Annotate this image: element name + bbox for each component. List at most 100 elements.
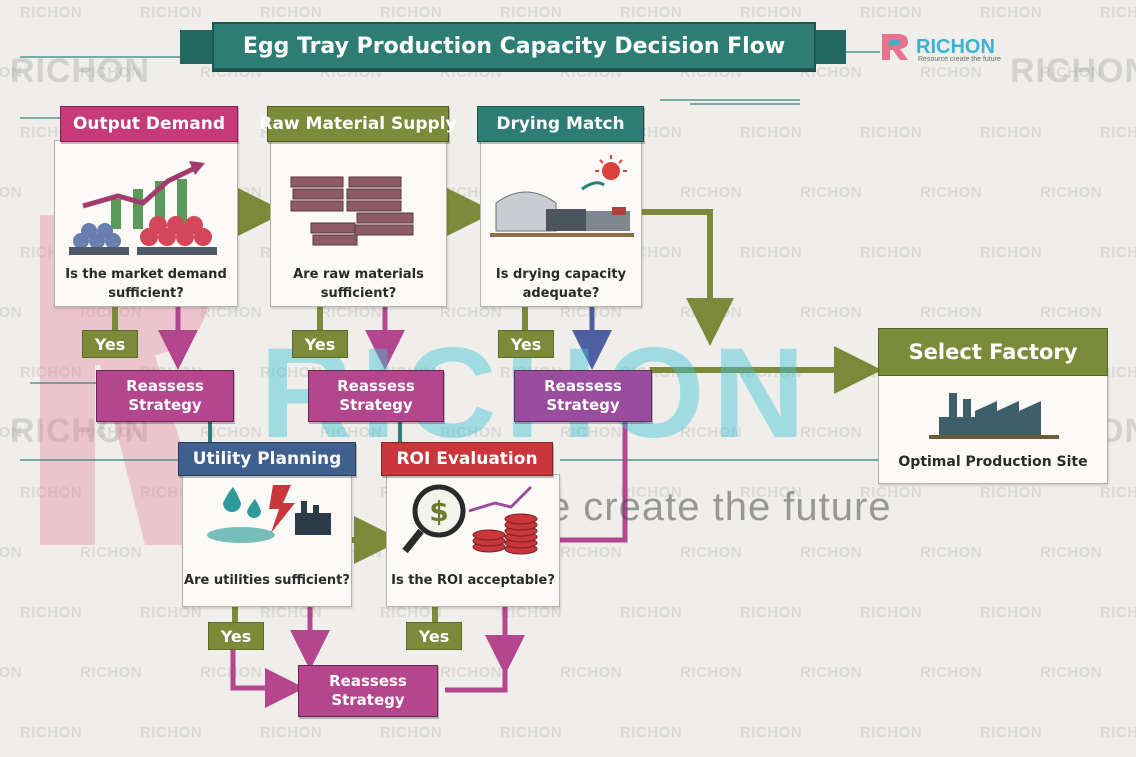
utility-planning-question: Are utilities sufficient?	[184, 573, 350, 588]
reassess-line: Reassess	[337, 377, 415, 395]
yes-label-drying-match: Yes	[498, 330, 554, 358]
watermark-tile: RICHON	[140, 4, 203, 21]
watermark-tile: RICHON	[920, 304, 983, 321]
raw-material-card: Are raw materials sufficient?	[270, 140, 447, 307]
watermark-tile: RICHON	[0, 664, 23, 681]
reassess-line: Strategy	[546, 396, 620, 414]
select-factory-caption: Optimal Production Site	[898, 454, 1088, 470]
reassess-line: Reassess	[329, 672, 407, 690]
watermark-tile: RICHON	[200, 304, 263, 321]
watermark-tile: RICHON	[20, 604, 83, 621]
watermark-tile: RICHON	[740, 4, 803, 21]
watermark-tile: RICHON	[560, 424, 623, 441]
watermark-tile: RICHON	[20, 364, 82, 381]
question-line: Are raw materials	[293, 267, 424, 282]
drying-facility-sun-icon	[490, 155, 634, 237]
utility-planning-header: Utility Planning	[178, 442, 356, 476]
roi-evaluation-card: $ Is the ROI acceptable?	[386, 474, 560, 607]
watermark-tile: RICHON	[260, 724, 323, 741]
watermark-tile: RICHON	[680, 544, 743, 561]
yes-label-utility-planning: Yes	[208, 622, 264, 650]
watermark-tile: RICHON	[860, 124, 923, 141]
watermark-tile: RICHON	[920, 184, 983, 201]
magnifier-dollar-coins-icon: $	[402, 484, 538, 555]
watermark-tile: RICHON	[920, 664, 983, 681]
raw-material-question: Are raw materials sufficient?	[271, 265, 446, 303]
watermark-tile: RICHON	[200, 424, 263, 441]
watermark-tile: RICHON	[0, 64, 23, 81]
reassess-line: Strategy	[331, 691, 405, 709]
reassess-strategy-box: Reassess Strategy	[96, 370, 234, 422]
raw-material-header: Raw Material Supply	[259, 106, 457, 142]
drying-match-question: Is drying capacity adequate?	[481, 265, 641, 303]
watermark-tile: RICHON	[920, 544, 983, 561]
watermark-tile: RICHON	[80, 424, 143, 441]
question-line: sufficient?	[320, 286, 397, 301]
water-electricity-factory-icon	[207, 485, 331, 543]
watermark-tile: RICHON	[800, 184, 863, 201]
watermark-tile: RICHON	[80, 64, 143, 81]
drying-match-header: Drying Match	[477, 106, 644, 142]
yes-label-output-demand: Yes	[82, 330, 138, 358]
watermark-tile: RICHON	[440, 304, 503, 321]
reassess-strategy-box: Reassess Strategy	[308, 370, 444, 422]
watermark-tile: RICHON	[980, 124, 1043, 141]
question-line: Is the market demand	[65, 267, 227, 282]
watermark-tile: RICHON	[620, 4, 683, 21]
watermark-tile: RICHON	[620, 484, 683, 501]
watermark-tile: RICHON	[620, 604, 683, 621]
watermark-tile: RICHON	[320, 424, 383, 441]
watermark-tile: RICHON	[620, 724, 683, 741]
watermark-tile: RICHON	[800, 304, 863, 321]
watermark-tile: RICHON	[500, 724, 563, 741]
watermark-tile: RICHON	[320, 304, 383, 321]
watermark-tile: RICHON	[500, 4, 563, 21]
watermark-tile: RICHON	[800, 544, 863, 561]
watermark-tile: RICHON	[740, 604, 803, 621]
roi-evaluation-question: Is the ROI acceptable?	[391, 573, 555, 588]
question-line: Is drying capacity	[495, 267, 627, 282]
watermark-tile: RICHON	[680, 184, 743, 201]
watermark-tile: RICHON	[980, 604, 1043, 621]
watermark-tile: RICHON	[20, 4, 83, 21]
watermark-tile: RICHON	[0, 424, 23, 441]
watermark-tile: RICHON	[800, 664, 863, 681]
watermark-large-text: RICHON	[10, 52, 151, 90]
watermark-tile: RICHON	[860, 4, 923, 21]
egg-trays-growth-chart-icon	[69, 161, 217, 255]
watermark-tile: RICHON	[740, 724, 803, 741]
svg-text:$: $	[429, 495, 448, 528]
question-line: sufficient?	[108, 286, 184, 301]
watermark-tile: RICHON	[860, 724, 923, 741]
logo-tagline: Resource create the future	[918, 56, 1001, 63]
paper-stacks-icon	[290, 176, 414, 246]
roi-evaluation-header: ROI Evaluation	[381, 442, 553, 476]
question-line: adequate?	[522, 286, 600, 301]
watermark-tile: RICHON	[80, 664, 143, 681]
watermark-tile: RICHON	[560, 664, 623, 681]
richon-logo-icon	[882, 34, 908, 60]
watermark-tile: RICHON	[1100, 124, 1136, 141]
logo-name: RICHON	[916, 35, 995, 58]
page-title: Egg Tray Production Capacity Decision Fl…	[212, 22, 816, 70]
watermark-tile: RICHON	[680, 424, 743, 441]
watermark-tile: RICHON	[1040, 304, 1103, 321]
watermark-tile: RICHON	[740, 124, 803, 141]
reassess-line: Strategy	[339, 396, 413, 414]
reassess-line: Reassess	[126, 377, 204, 395]
reassess-line: Strategy	[128, 396, 202, 414]
watermark-tile: RICHON	[560, 544, 623, 561]
watermark-tile: RICHON	[980, 244, 1043, 261]
watermark-tile: RICHON	[440, 424, 503, 441]
watermark-tile: RICHON	[1040, 544, 1103, 561]
watermark-tile: RICHON	[1100, 484, 1136, 501]
watermark-tile: RICHON	[680, 664, 743, 681]
watermark-tile: RICHON	[260, 364, 323, 381]
watermark-tile: RICHON	[1100, 364, 1136, 381]
select-factory-header: Select Factory	[878, 328, 1108, 376]
factory-icon	[929, 393, 1059, 439]
watermark-tile: RICHON	[860, 484, 923, 501]
watermark-tile: RICHON	[380, 604, 443, 621]
watermark-tile: RICHON	[860, 604, 923, 621]
